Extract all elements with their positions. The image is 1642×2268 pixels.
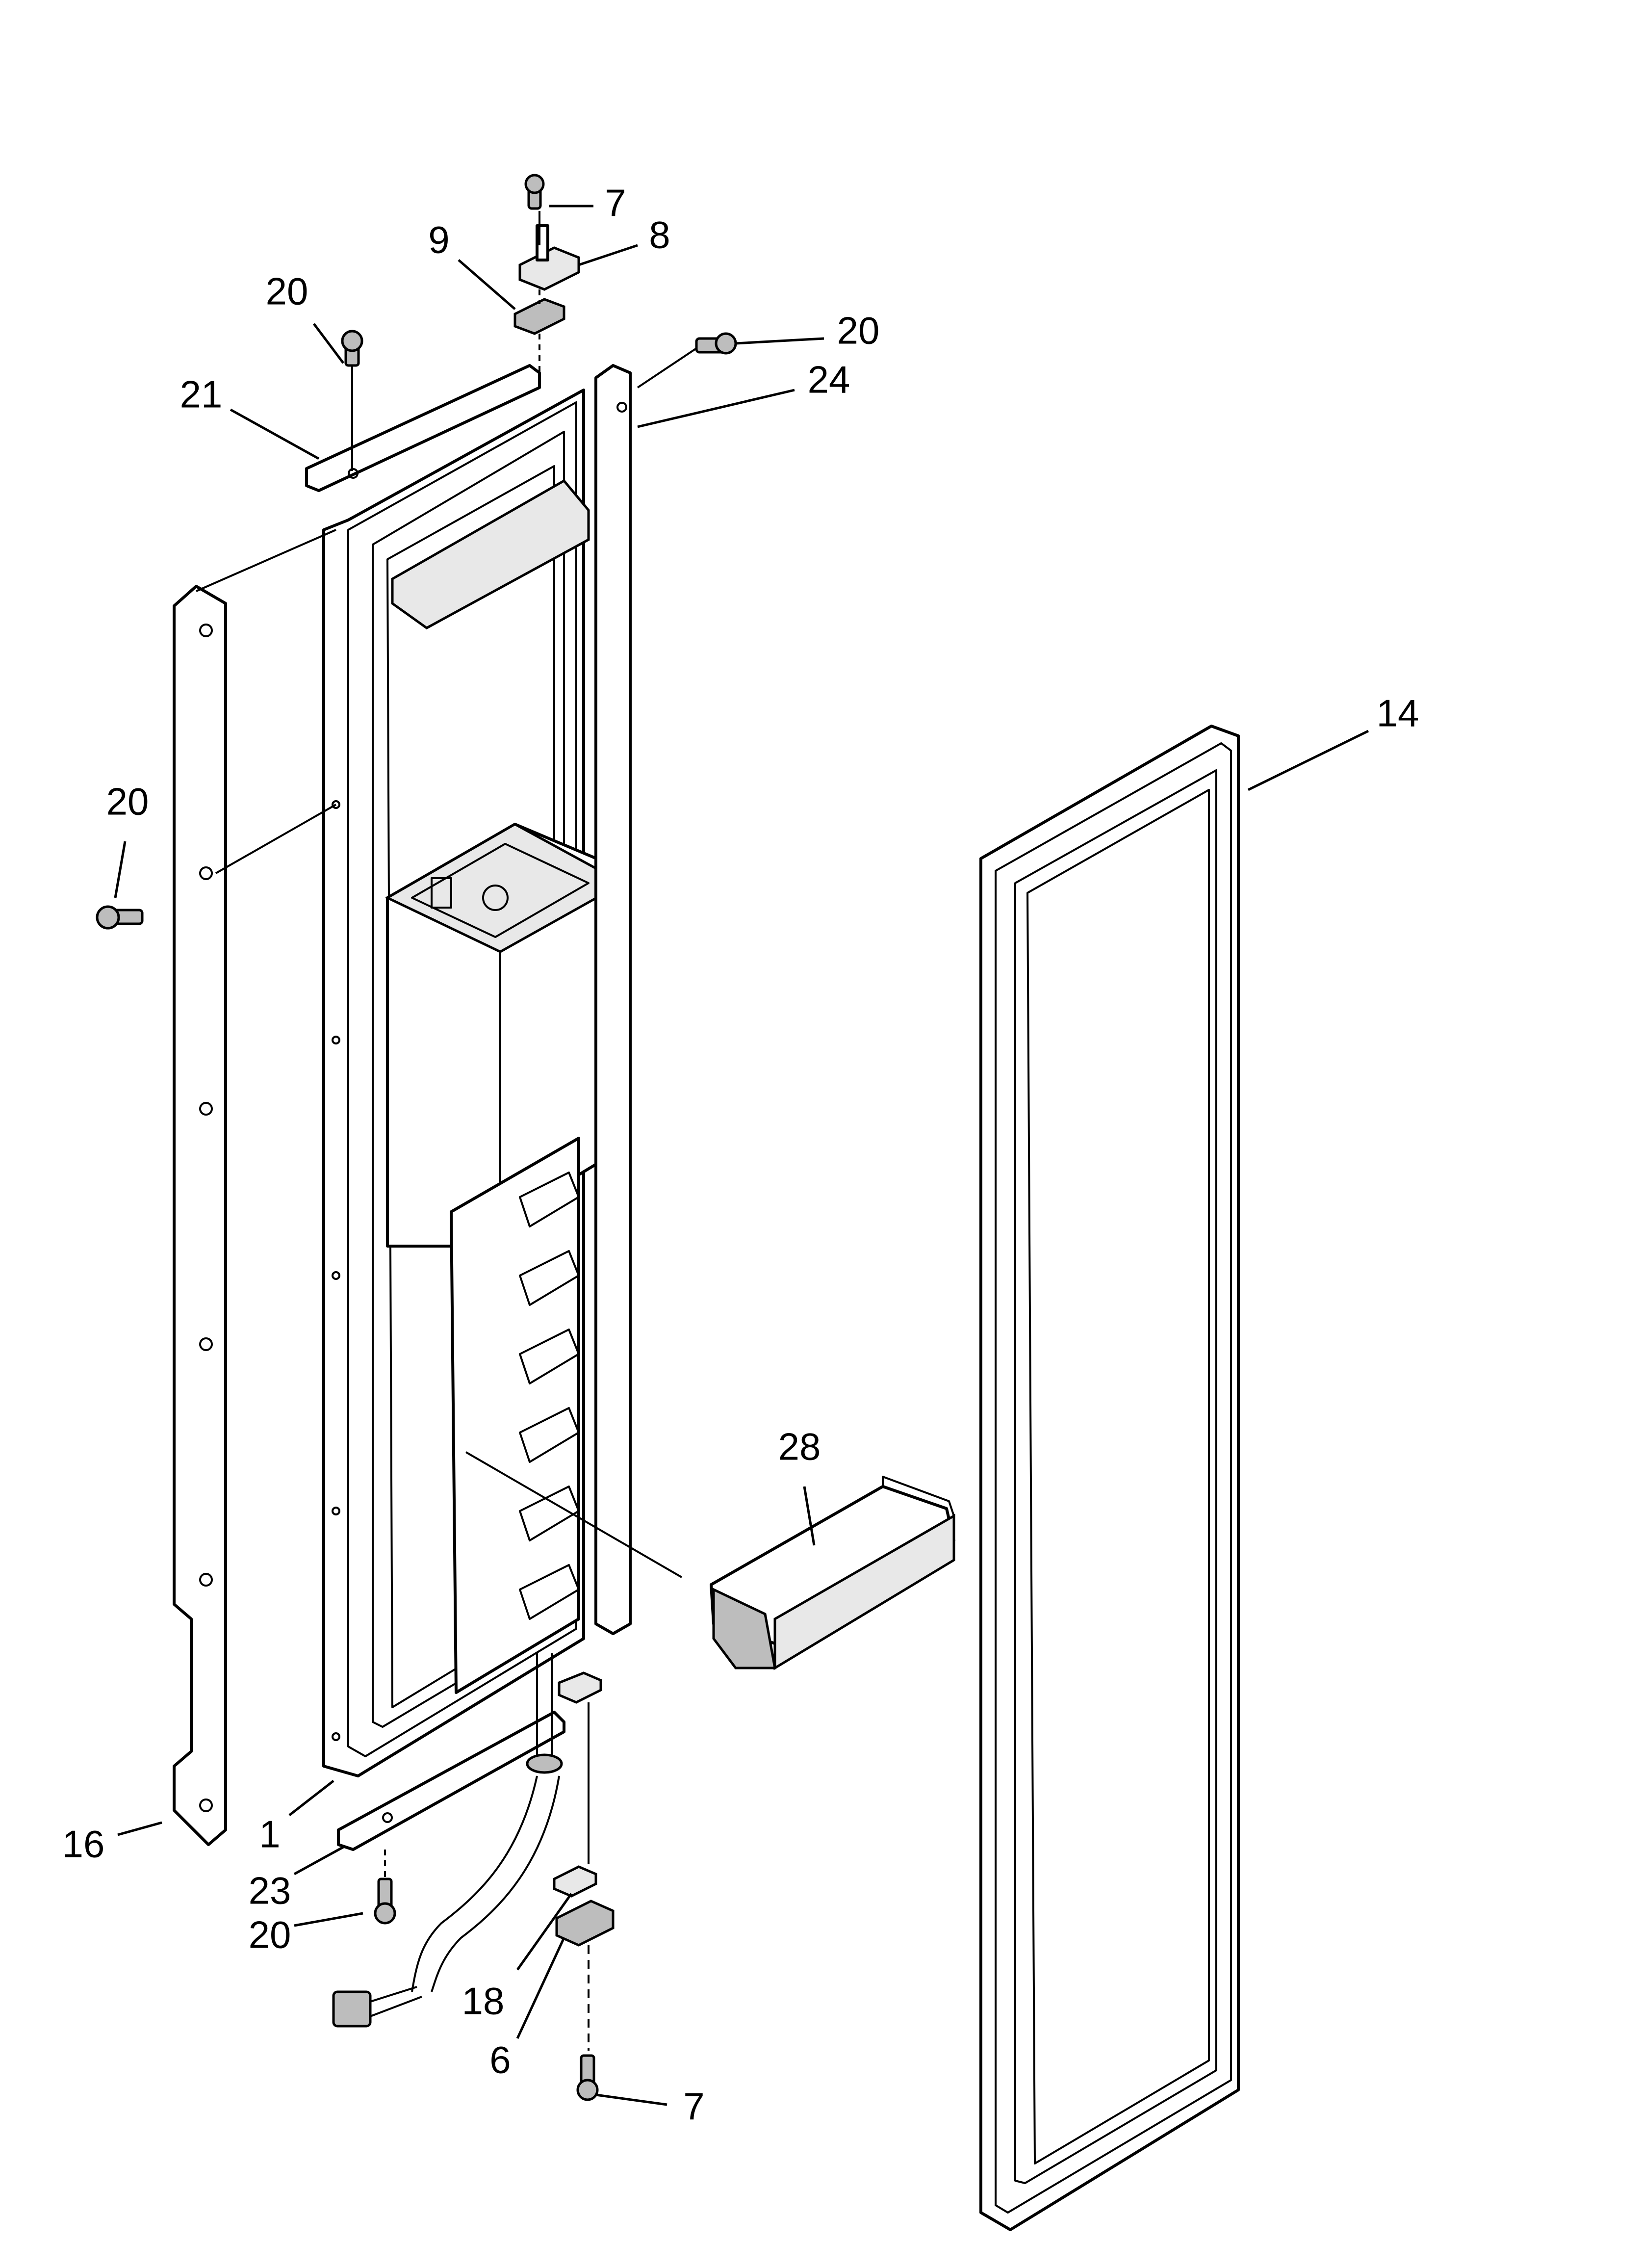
callout-21: 21 (180, 373, 223, 416)
callout-7-top: 7 (605, 182, 626, 225)
callout-7-bottom: 7 (683, 2085, 704, 2128)
part-28-door-bin (710, 1476, 955, 1670)
part-20-screw-left (96, 905, 144, 930)
callout-28: 28 (778, 1425, 821, 1468)
callout-leaders (114, 205, 1369, 2106)
part-14-door-gasket (979, 725, 1240, 2231)
part-23-bottom-bracket (337, 1711, 565, 1851)
callout-1: 1 (259, 1813, 280, 1856)
part-24-trim-strip (594, 364, 632, 1635)
callout-20-a: 20 (266, 270, 308, 313)
callout-20-c: 20 (106, 780, 149, 823)
callout-9: 9 (428, 218, 449, 261)
callout-8: 8 (649, 213, 670, 257)
part-8-top-hinge (518, 224, 580, 291)
part-6-bottom-hinge (555, 1900, 615, 2051)
part-18-shim (553, 1671, 602, 1898)
callout-16: 16 (62, 1823, 105, 1866)
part-7-top-screw (524, 174, 545, 210)
part-7-bottom-screw (576, 2054, 599, 2101)
part-1-door-assembly (322, 389, 626, 1777)
callout-6: 6 (489, 2038, 511, 2082)
callout-23: 23 (249, 1869, 291, 1912)
callout-18: 18 (462, 1980, 505, 2023)
callout-14: 14 (1377, 692, 1419, 735)
callout-24: 24 (808, 358, 850, 401)
part-20-screw-bottom (374, 1877, 396, 1925)
callout-20-d: 20 (249, 1913, 291, 1956)
callout-20-b: 20 (837, 309, 880, 352)
ice-chute-ribs (519, 1172, 580, 1620)
assembly-lines (196, 211, 697, 1879)
callout-labels: 7 8 9 20 20 21 24 14 20 28 16 1 23 20 18… (62, 182, 1419, 2128)
tube-connector (332, 1990, 372, 2028)
part-9-shim (513, 298, 565, 335)
part-20-screw-right (695, 332, 737, 355)
part-16-trim-strip (173, 585, 227, 1846)
part-20-screw-top (341, 330, 363, 471)
water-tube (332, 1653, 563, 2028)
